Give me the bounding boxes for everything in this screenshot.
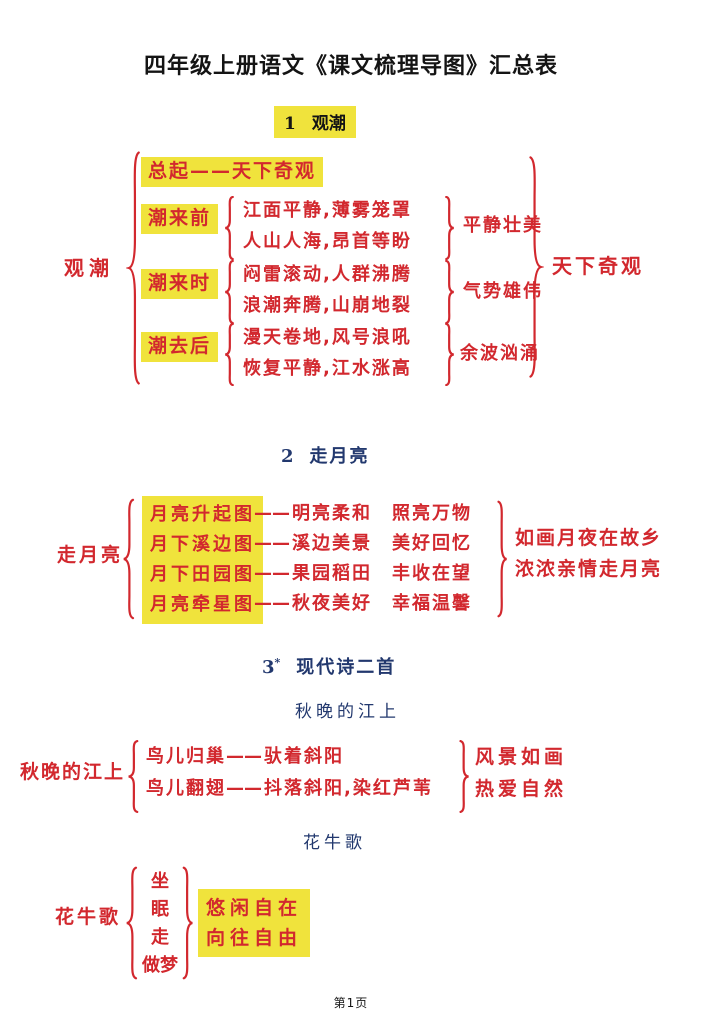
qiuwan-branch2: 鸟儿翻翅——抖落斜阳,染红芦苇 (146, 778, 433, 799)
huaniuge-conclusion-line1: 悠闲自在 (206, 897, 303, 919)
zouyueliang-branch2-desc: ——溪边美景 美好回忆 (254, 533, 472, 554)
page-title: 四年级上册语文《课文梳理导图》汇总表 (143, 54, 558, 79)
qiuwan-conclusion-line1: 风景如画 (475, 746, 568, 768)
guanchao-branch1-result: 平静壮美 (463, 215, 543, 236)
huaniuge-left-brace (124, 866, 140, 980)
guanchao-branch3-line1: 漫天卷地,风号浪吼 (243, 327, 412, 348)
guanchao-outer-left-brace (126, 149, 143, 387)
zouyueliang-conclusion-line2: 浓浓亲情走月亮 (515, 558, 663, 580)
dash-connector: —— (226, 778, 262, 799)
huaniuge-root-label: 花牛歌 (55, 906, 122, 928)
qiuwan-left-brace (126, 740, 141, 813)
guanchao-branch1-open-brace (223, 196, 236, 260)
dash-connector: —— (254, 533, 290, 554)
guanchao-overview: 总起——天下奇观 (141, 157, 324, 187)
dash-connector: —— (254, 503, 290, 524)
huaniuge-conclusion-block: 悠闲自在 向往自由 (198, 889, 311, 957)
guanchao-branch3-result: 余波汹涌 (460, 343, 540, 364)
guanchao-branch2-result: 气势雄伟 (463, 281, 543, 302)
lesson-3-heading: 3* 现代诗二首 (262, 653, 396, 679)
huaniuge-right-brace (180, 866, 195, 980)
guanchao-branch1-line2: 人山人海,昂首等盼 (243, 231, 412, 252)
guanchao-branch3-line2: 恢复平静,江水涨高 (243, 358, 412, 379)
guanchao-branch1-label: 潮来前 (141, 204, 219, 234)
qiuwan-right-brace (457, 740, 471, 813)
huaniuge-conclusion-line2: 向往自由 (206, 927, 303, 949)
dash-connector: —— (254, 563, 290, 584)
zouyueliang-branch1-label: 月亮升起图 (150, 504, 255, 525)
zouyueliang-label-block: 月亮升起图 月下溪边图 月下田园图 月亮牵星图 (142, 496, 263, 624)
guanchao-branch3-open-brace (223, 323, 236, 386)
poem1-subtitle: 秋晚的江上 (295, 702, 400, 722)
lesson-3-number: 3* (262, 656, 281, 678)
guanchao-branch2-label: 潮来时 (141, 269, 219, 299)
guanchao-root-label: 观潮 (64, 256, 114, 280)
zouyueliang-branch3-label: 月下田园图 (150, 564, 255, 585)
guanchao-branch1-line1: 江面平静,薄雾笼罩 (243, 200, 412, 221)
guanchao-conclusion: 天下奇观 (552, 254, 644, 278)
huaniuge-item-4: 做梦 (142, 955, 178, 976)
huaniuge-items-column: 坐 眠 走 做梦 (136, 868, 184, 980)
guanchao-branch3-label: 潮去后 (141, 332, 219, 362)
lesson-2-number: 2 (281, 446, 294, 467)
huaniuge-item-2: 眠 (151, 899, 169, 920)
zouyueliang-branch4-desc: ——秋夜美好 幸福温馨 (254, 593, 472, 614)
dash-connector: —— (226, 746, 262, 767)
guanchao-outer-right-brace (526, 154, 544, 380)
lesson-1-title: 观潮 (311, 114, 346, 134)
lesson-1-heading: 1 观潮 (274, 106, 356, 138)
huaniuge-item-1: 坐 (151, 871, 169, 892)
zouyueliang-left-brace (121, 498, 137, 620)
lesson-3-title: 现代诗二首 (296, 657, 397, 678)
guanchao-branch2-line1: 闷雷滚动,人群沸腾 (243, 264, 412, 285)
zouyueliang-branch4-label: 月亮牵星图 (150, 594, 255, 615)
page-number: 第1页 (333, 996, 369, 1010)
zouyueliang-right-brace (495, 500, 509, 618)
zouyueliang-conclusion-line1: 如画月夜在故乡 (515, 527, 663, 549)
guanchao-branch2-line2: 浪潮奔腾,山崩地裂 (243, 295, 412, 316)
qiuwan-conclusion-line2: 热爱自然 (475, 778, 568, 800)
guanchao-branch1-close-brace (443, 196, 456, 260)
poem2-subtitle: 花牛歌 (303, 833, 366, 853)
lesson-2-title: 走月亮 (309, 446, 370, 467)
zouyueliang-branch1-desc: ——明亮柔和 照亮万物 (254, 503, 472, 524)
guanchao-branch3-close-brace (443, 323, 456, 386)
zouyueliang-branch2-label: 月下溪边图 (150, 534, 255, 555)
lesson-2-heading: 2 走月亮 (281, 442, 370, 468)
lesson-1-number: 1 (284, 114, 296, 134)
zouyueliang-branch3-desc: ——果园稻田 丰收在望 (254, 563, 472, 584)
lesson-3-star: * (274, 656, 281, 669)
qiuwan-root-label: 秋晚的江上 (20, 761, 126, 783)
huaniuge-item-3: 走 (151, 927, 169, 948)
zouyueliang-root-label: 走月亮 (57, 544, 124, 566)
guanchao-branch2-close-brace (443, 260, 456, 324)
qiuwan-branch1: 鸟儿归巢——驮着斜阳 (146, 746, 344, 767)
guanchao-branch2-open-brace (223, 260, 236, 324)
dash-connector: —— (254, 593, 290, 614)
